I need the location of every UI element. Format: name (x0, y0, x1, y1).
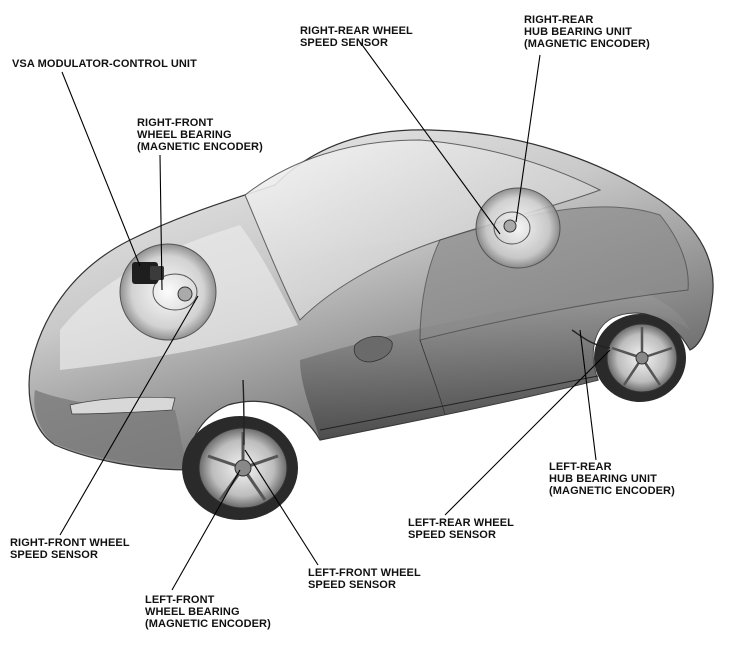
label-line: LEFT-FRONT WHEEL (308, 567, 421, 579)
label-line: RIGHT-REAR (524, 14, 594, 26)
leader-rf-bearing (159, 154, 163, 291)
right-rear-wheel-ghost-inner (493, 211, 531, 245)
label-vsa-modulator-control-unit: VSA MODULATOR-CONTROL UNIT (12, 58, 197, 70)
label-line: HUB BEARING UNIT (549, 473, 657, 485)
car-door-line (419, 339, 446, 416)
label-line: (MAGNETIC ENCODER) (145, 618, 271, 630)
label-line: LEFT-REAR WHEEL (408, 517, 514, 529)
label-line: LEFT-FRONT (145, 594, 215, 606)
car-sill-line (319, 375, 599, 431)
label-line: RIGHT-REAR WHEEL (300, 25, 413, 37)
leader-vsa (61, 71, 141, 267)
label-line: SPEED SENSOR (10, 549, 99, 561)
label-line: (MAGNETIC ENCODER) (549, 485, 675, 497)
right-rear-wheel-ghost (475, 187, 561, 269)
label-line: VSA MODULATOR-CONTROL UNIT (12, 58, 197, 70)
left-front-sensor-wire (242, 379, 245, 446)
leader-rr-sensor (359, 41, 501, 235)
label-line: HUB BEARING UNIT (524, 26, 632, 38)
right-front-encoder-icon (177, 286, 193, 302)
left-rear-hub (635, 351, 649, 365)
left-rear-sensor-wire (571, 329, 611, 349)
right-front-wheel-ghost (119, 243, 217, 341)
label-line: SPEED SENSOR (408, 529, 497, 541)
label-line: WHEEL BEARING (145, 606, 240, 618)
label-line: WHEEL BEARING (137, 129, 232, 141)
vsa-modulator-connector (150, 266, 164, 280)
label-line: RIGHT-FRONT WHEEL (10, 537, 130, 549)
leader-lf-sensor (244, 449, 319, 566)
leader-rf-sensor (59, 295, 199, 536)
leader-lf-bearing (171, 469, 241, 591)
label-line: SPEED SENSOR (300, 37, 389, 49)
leader-rr-hub (515, 54, 541, 223)
leader-lr-hub (579, 329, 597, 461)
right-front-wheel-ghost-inner (152, 273, 198, 311)
label-line: RIGHT-FRONT (137, 117, 214, 129)
label-line: (MAGNETIC ENCODER) (137, 141, 263, 153)
leader-lr-sensor (444, 349, 611, 516)
leader-lines (59, 41, 611, 591)
label-line: (MAGNETIC ENCODER) (524, 38, 650, 50)
car-headlight (69, 396, 176, 415)
car-side-panel (300, 290, 690, 440)
car-side-mirror (353, 335, 393, 363)
label-line: LEFT-REAR (549, 461, 612, 473)
right-rear-encoder-icon (503, 219, 517, 233)
label-line: SPEED SENSOR (308, 579, 397, 591)
